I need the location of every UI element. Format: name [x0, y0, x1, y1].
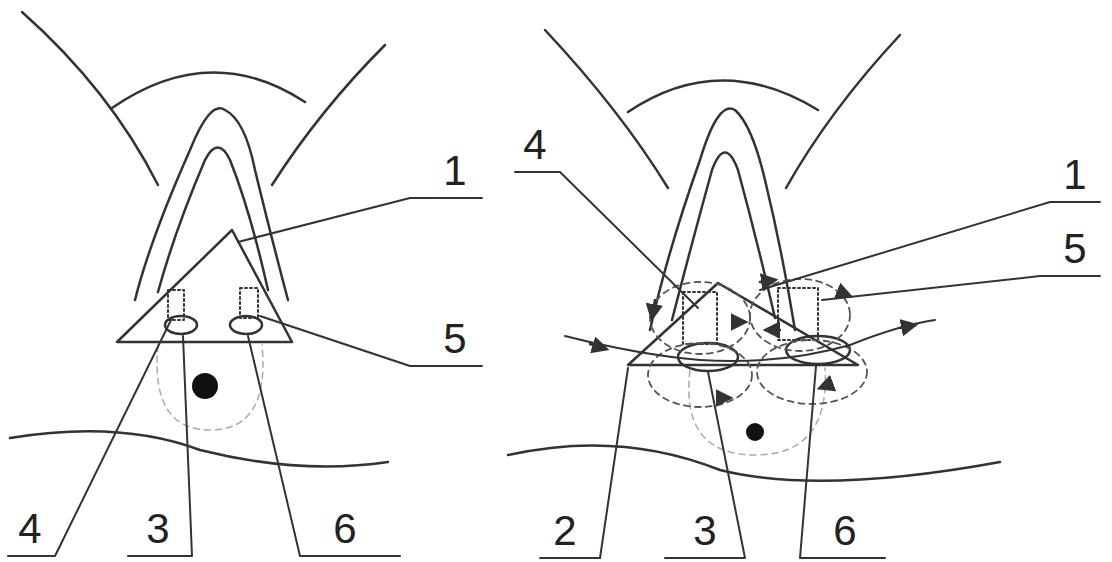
thigh-line — [545, 30, 668, 188]
oval-section — [165, 316, 197, 334]
leader-line — [8, 318, 172, 556]
leader-line — [822, 276, 1100, 300]
anus-dot — [746, 423, 764, 441]
leader-line — [260, 316, 482, 366]
leader-line — [238, 198, 482, 242]
leader-line — [540, 368, 628, 558]
callout-number: 4 — [523, 124, 546, 166]
flow-arrow — [900, 325, 915, 328]
flow-arrow — [760, 280, 775, 282]
labia-outline — [650, 109, 795, 330]
callout-number: 3 — [146, 508, 169, 550]
callout-number: 6 — [833, 510, 856, 552]
flow-arrow — [735, 321, 745, 324]
callout-number: 1 — [443, 150, 466, 192]
callout-number: 6 — [333, 508, 356, 550]
incision-curve — [565, 320, 935, 361]
labia-outline — [135, 108, 288, 300]
callout-number: 5 — [443, 318, 466, 360]
leader-line — [128, 336, 192, 556]
mons-arc — [112, 72, 305, 108]
rotation-loop — [757, 340, 867, 404]
mons-arc — [628, 80, 818, 112]
labia-inner — [158, 148, 268, 293]
leader-line — [248, 336, 400, 556]
flow-arrow — [720, 397, 730, 400]
flow-arrow — [652, 300, 655, 318]
rotation-loop — [750, 279, 850, 351]
callout-number: 5 — [1063, 228, 1086, 270]
thigh-line — [272, 45, 385, 185]
callout-number: 1 — [1063, 154, 1086, 196]
dashed-outline — [157, 345, 263, 430]
muscle-band — [240, 288, 258, 318]
leader-line — [665, 372, 745, 558]
triangle-flap — [117, 230, 292, 342]
rotation-loop — [648, 343, 752, 407]
muscle-band — [683, 292, 717, 344]
leader-line — [515, 172, 698, 308]
callout-number: 4 — [18, 508, 41, 550]
flow-arrow — [766, 329, 780, 332]
thigh-line — [22, 12, 158, 185]
flow-arrow — [840, 292, 850, 296]
leader-line — [800, 366, 885, 558]
flow-arrow — [820, 385, 828, 388]
callout-number: 2 — [553, 510, 576, 552]
flow-arrow — [590, 344, 606, 349]
triangle-flap — [628, 283, 858, 365]
oval-section — [230, 316, 262, 334]
callout-number: 3 — [693, 510, 716, 552]
thigh-line — [786, 35, 900, 188]
buttock-line — [10, 431, 388, 466]
muscle-band — [778, 288, 818, 340]
anus-dot — [192, 373, 218, 399]
buttock-line — [508, 445, 1000, 480]
